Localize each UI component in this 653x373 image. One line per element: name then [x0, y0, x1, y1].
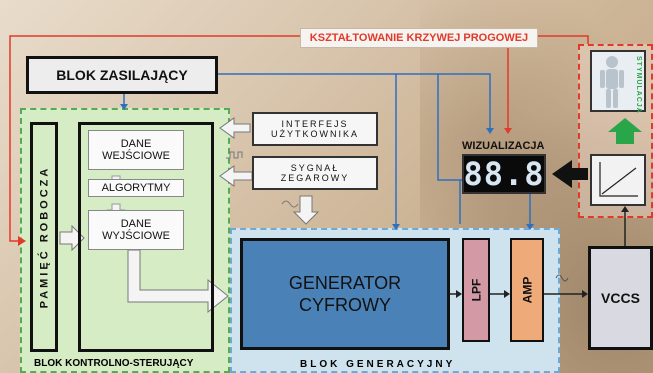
user-interface-block: INTERFEJS UŻYTKOWNIKA	[252, 112, 378, 146]
memory-block: PAMIĘĆ ROBOCZA	[30, 122, 58, 352]
curve-graph-icon	[592, 156, 644, 204]
threshold-curve-title: KSZTAŁTOWANIE KRZYWEJ PROGOWEJ	[300, 28, 538, 48]
control-group-label: BLOK KONTROLNO-STERUJĄCY	[34, 358, 193, 369]
input-data-block: DANE WEJŚCIOWE	[88, 130, 184, 170]
amp-block: AMP	[510, 238, 544, 342]
stimulation-label: STYMULACJA	[635, 56, 642, 114]
power-block: BLOK ZASILAJĄCY	[26, 56, 218, 94]
visualization-label: WIZUALIZACJA	[462, 140, 545, 152]
lpf-block: LPF	[462, 238, 490, 342]
generation-group-label: BLOK GENERACYJNY	[300, 359, 455, 370]
algorithms-block: ALGORYTMY	[88, 179, 184, 197]
clock-signal-block: SYGNAŁ ZEGAROWY	[252, 156, 378, 190]
human-figure-panel: STYMULACJA	[590, 50, 646, 112]
output-data-block: DANE WYJŚCIOWE	[88, 210, 184, 250]
vccs-block: VCCS	[588, 246, 653, 350]
digital-generator-block: GENERATOR CYFROWY	[240, 238, 450, 350]
threshold-graph-panel	[590, 154, 646, 206]
seven-segment-display: 88.8	[462, 154, 546, 194]
